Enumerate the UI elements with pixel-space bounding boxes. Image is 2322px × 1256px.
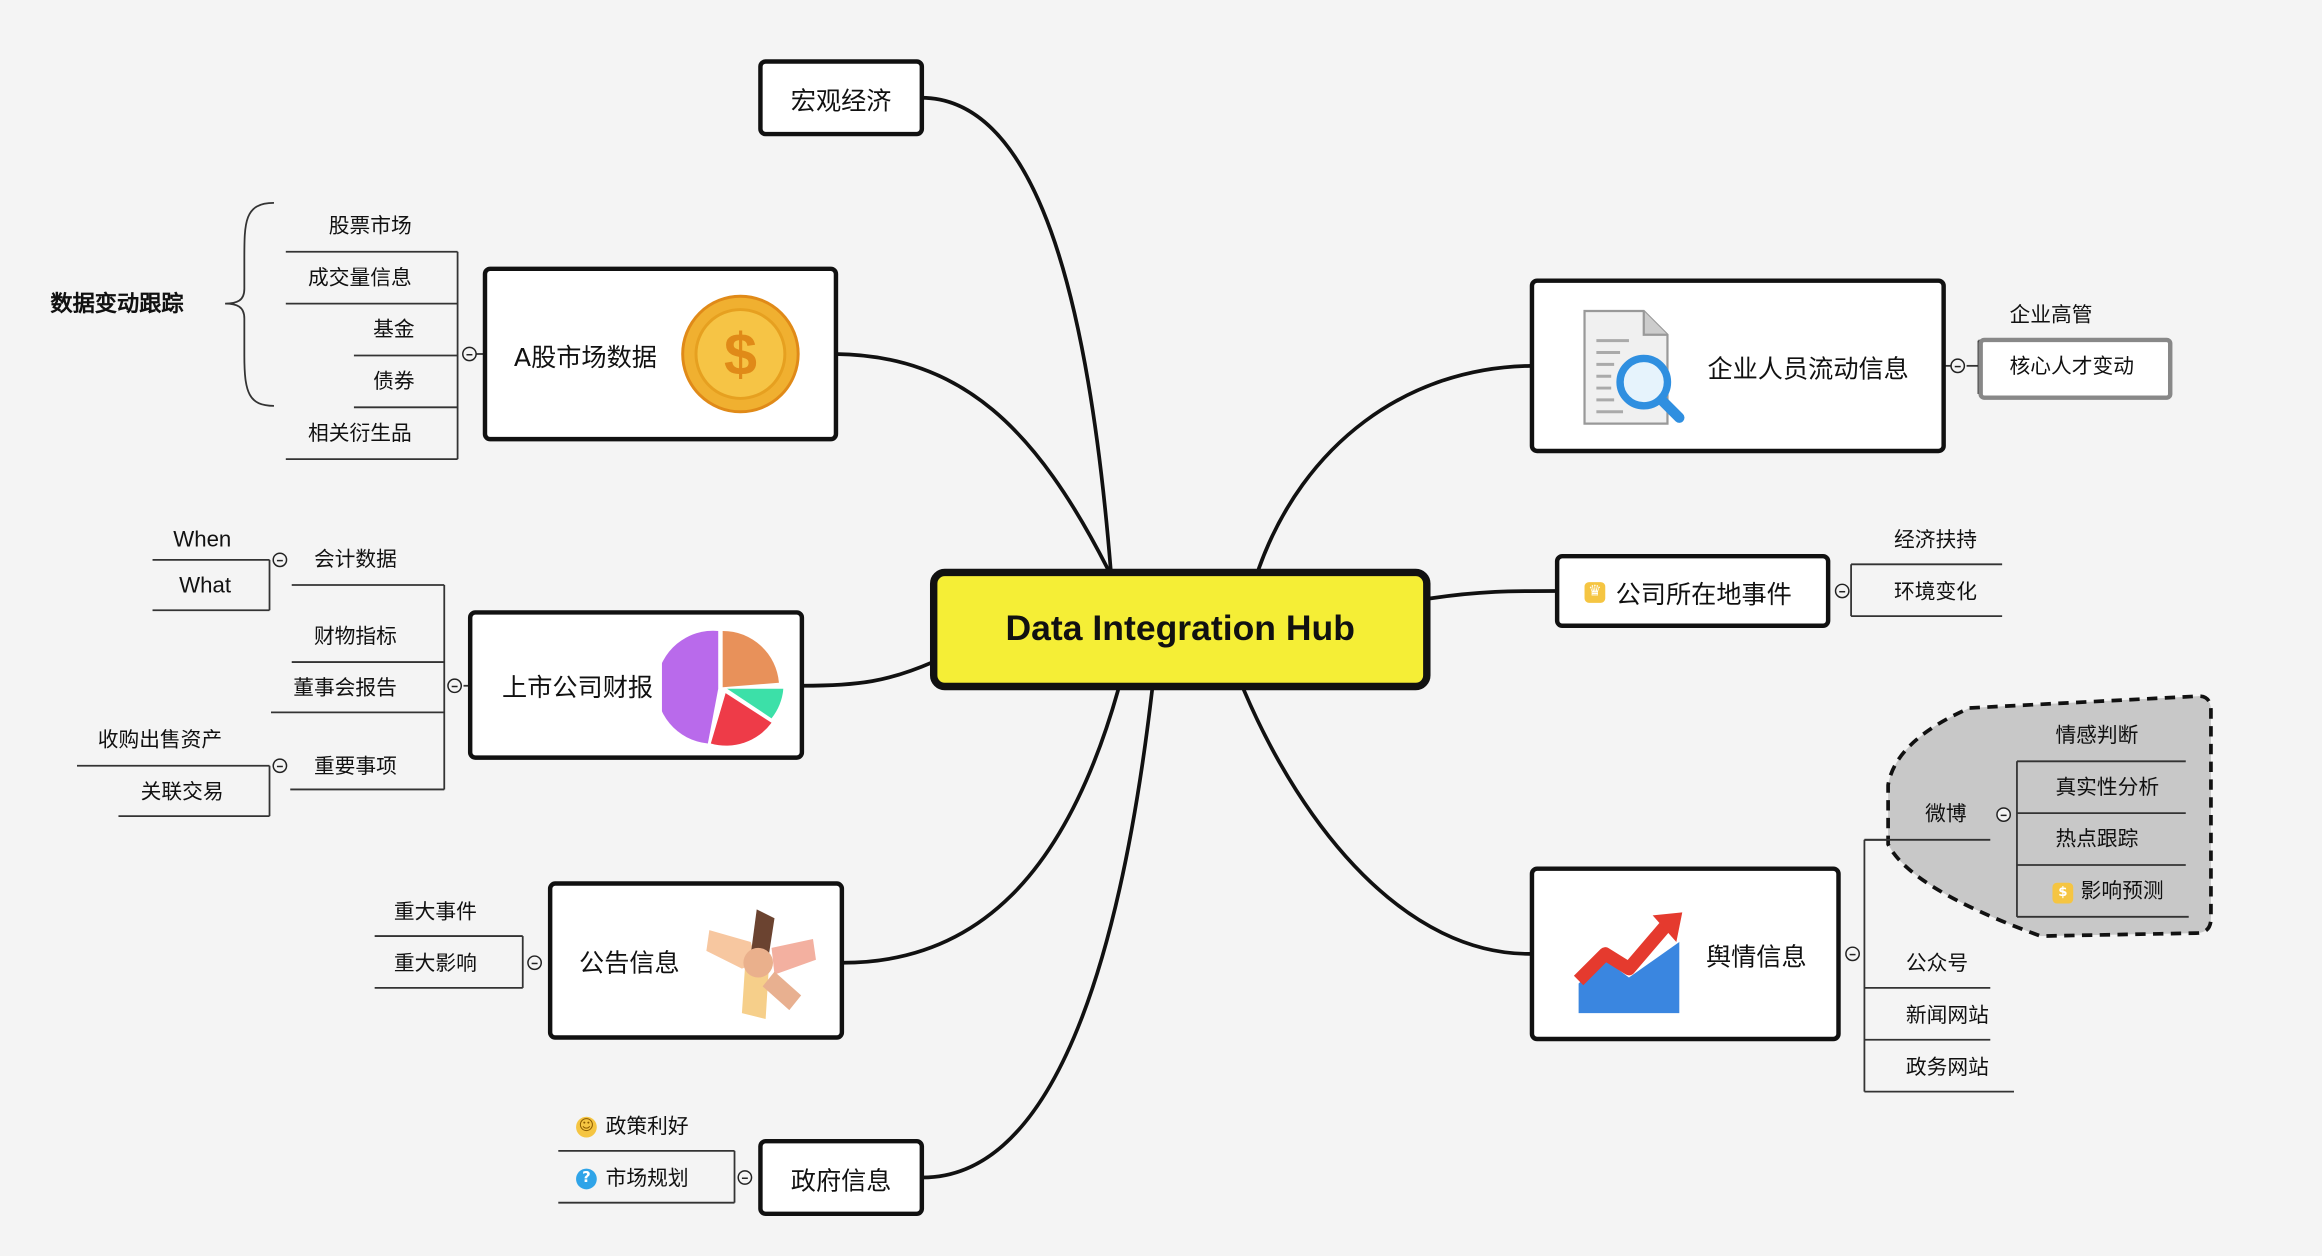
major-matters-collapse-toggle[interactable] [272, 758, 288, 774]
weibo-sentiment[interactable]: 情感判断 [2055, 724, 2139, 748]
government-info-label: 政府信息 [790, 1166, 892, 1197]
weibo-impact-prediction[interactable]: 影响预测 [2080, 879, 2164, 904]
announcement-collapse-toggle[interactable] [527, 955, 542, 971]
financials-accounting-label[interactable]: 会计数据 [313, 548, 397, 572]
dollar-icon: $ [2052, 882, 2074, 904]
announcement-label: 公告信息 [579, 949, 680, 980]
public-opinion-node[interactable]: 舆情信息 [1529, 866, 1841, 1042]
company-financials-node[interactable]: 上市公司财报 [467, 610, 805, 760]
financials-major-matters[interactable]: 重要事项 [313, 755, 397, 780]
opinion-wechat-account[interactable]: 公众号 [1905, 952, 1969, 977]
announcement-major-event[interactable]: 重大事件 [393, 900, 477, 925]
trophy-icon: ♛ [1584, 582, 1606, 603]
public-opinion-label: 舆情信息 [1705, 942, 1807, 973]
opinion-gov-sites[interactable]: 政务网站 [1905, 1056, 1989, 1080]
data-tracking-group-label: 数据变动跟踪 [50, 290, 184, 317]
dollar-coin-icon: $ [681, 294, 800, 414]
opinion-news-sites[interactable]: 新闻网站 [1905, 1004, 1989, 1028]
personnel-collapse-toggle[interactable] [1950, 358, 1966, 374]
hub-title: Data Integration Hub [1005, 608, 1355, 649]
hub-node[interactable]: Data Integration Hub [929, 568, 1431, 691]
market-item-volume[interactable]: 成交量信息 [308, 266, 412, 291]
location-collapse-toggle[interactable] [1834, 583, 1850, 599]
trend-chart-icon [1573, 912, 1683, 1014]
major-related-transaction[interactable]: 关联交易 [140, 780, 224, 805]
personnel-executives[interactable]: 企业高管 [2009, 303, 2093, 328]
weibo-label[interactable]: 微博 [1925, 802, 1967, 827]
accounting-what[interactable]: What [179, 573, 232, 599]
document-search-icon [1583, 309, 1685, 425]
core-talent-selected[interactable] [1978, 337, 2173, 400]
weibo-collapse-toggle[interactable] [1996, 807, 2012, 823]
announcement-node[interactable]: 公告信息 [547, 881, 845, 1040]
market-item-stock[interactable]: 股票市场 [328, 214, 412, 239]
opinion-collapse-toggle[interactable] [1845, 946, 1860, 962]
weibo-group-boundary [1886, 694, 2213, 938]
company-financials-label: 上市公司财报 [502, 673, 654, 704]
weibo-authenticity[interactable]: 真实性分析 [2055, 776, 2160, 800]
macro-economy-node[interactable]: 宏观经济 [758, 59, 925, 137]
question-icon: ? [576, 1168, 597, 1190]
major-acquisition[interactable]: 收购出售资产 [97, 728, 223, 753]
announcement-major-impact[interactable]: 重大影响 [393, 952, 477, 977]
government-policy-favorable[interactable]: 政策利好 [605, 1115, 689, 1139]
accounting-when[interactable]: When [173, 527, 232, 553]
a-share-market-node[interactable]: A股市场数据 $ [482, 266, 839, 442]
financials-board-report[interactable]: 董事会报告 [293, 676, 397, 701]
macro-economy-label: 宏观经济 [790, 86, 892, 117]
location-economic-support[interactable]: 经济扶持 [1894, 528, 1977, 553]
location-events-node[interactable]: ♛ 公司所在地事件 [1554, 553, 1831, 628]
location-events-label: 公司所在地事件 [1615, 579, 1792, 610]
personnel-flow-node[interactable]: 企业人员流动信息 [1529, 278, 1946, 454]
financials-indicators[interactable]: 财物指标 [313, 625, 397, 649]
location-environment-change[interactable]: 环境变化 [1894, 580, 1977, 605]
teamwork-hands-icon [706, 909, 816, 1020]
accounting-collapse-toggle[interactable] [272, 552, 288, 568]
financials-collapse-toggle[interactable] [447, 678, 463, 694]
weibo-hotspot[interactable]: 热点跟踪 [2055, 827, 2139, 852]
market-item-fund[interactable]: 基金 [373, 318, 415, 343]
pie-chart-icon [661, 630, 784, 746]
market-item-derivatives[interactable]: 相关衍生品 [308, 422, 412, 446]
market-item-bond[interactable]: 债券 [373, 370, 415, 394]
a-share-collapse-toggle[interactable] [462, 346, 477, 362]
personnel-core-talent[interactable]: 核心人才变动 [2009, 355, 2134, 380]
a-share-market-label: A股市场数据 [513, 342, 657, 373]
government-collapse-toggle[interactable] [737, 1170, 753, 1185]
government-market-planning[interactable]: 市场规划 [605, 1167, 689, 1191]
personnel-flow-label: 企业人员流动信息 [1707, 354, 1909, 385]
smiley-icon: ☺ [576, 1116, 597, 1138]
svg-text:$: $ [724, 321, 757, 388]
government-info-node[interactable]: 政府信息 [758, 1138, 925, 1217]
